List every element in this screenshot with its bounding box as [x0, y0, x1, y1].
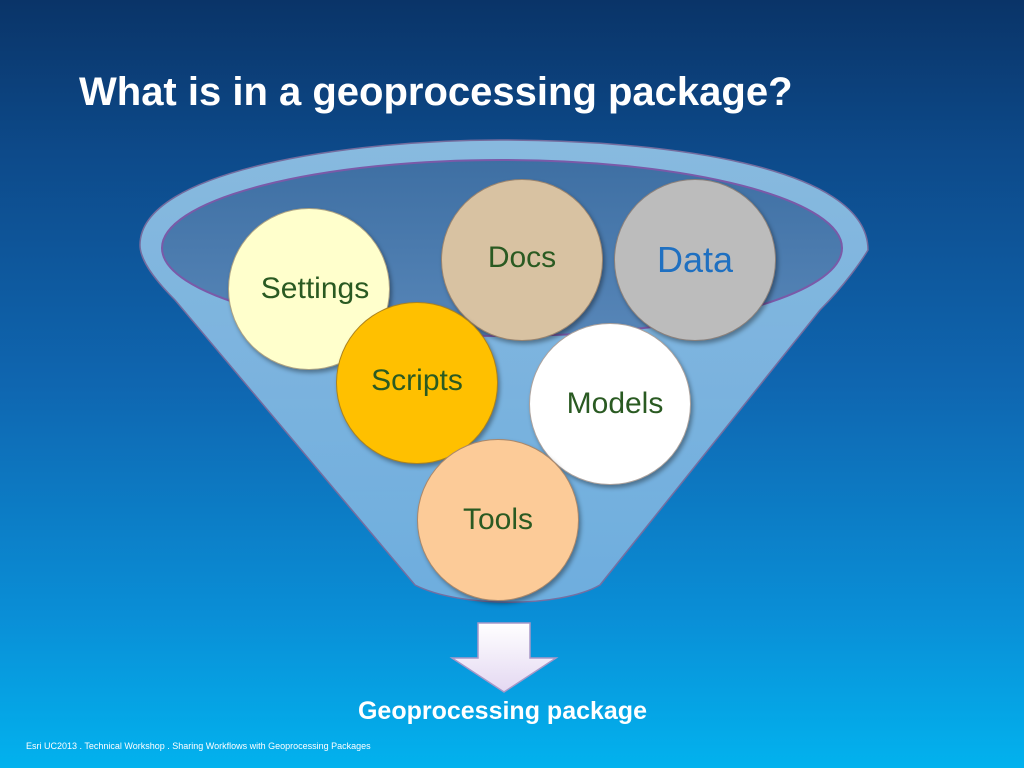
tools-label: Tools	[462, 503, 534, 536]
tools-circle: Tools	[417, 439, 579, 601]
docs-label: Docs	[487, 241, 557, 274]
result-label: Geoprocessing package	[357, 697, 647, 725]
models-circle: Models	[529, 323, 691, 485]
docs-circle: Docs	[441, 179, 603, 341]
settings-circle: Settings	[228, 208, 390, 370]
data-label: Data	[656, 239, 734, 280]
models-label: Models	[566, 387, 664, 420]
scripts-circle: Scripts	[336, 302, 498, 464]
slide-title: What is in a geoprocessing package?	[79, 70, 793, 114]
footer-text: Esri UC2013 . Technical Workshop . Shari…	[26, 741, 371, 751]
data-circle: Data	[614, 179, 776, 341]
scripts-label: Scripts	[371, 364, 463, 397]
down-arrow-icon	[449, 622, 559, 693]
settings-label: Settings	[260, 272, 370, 305]
